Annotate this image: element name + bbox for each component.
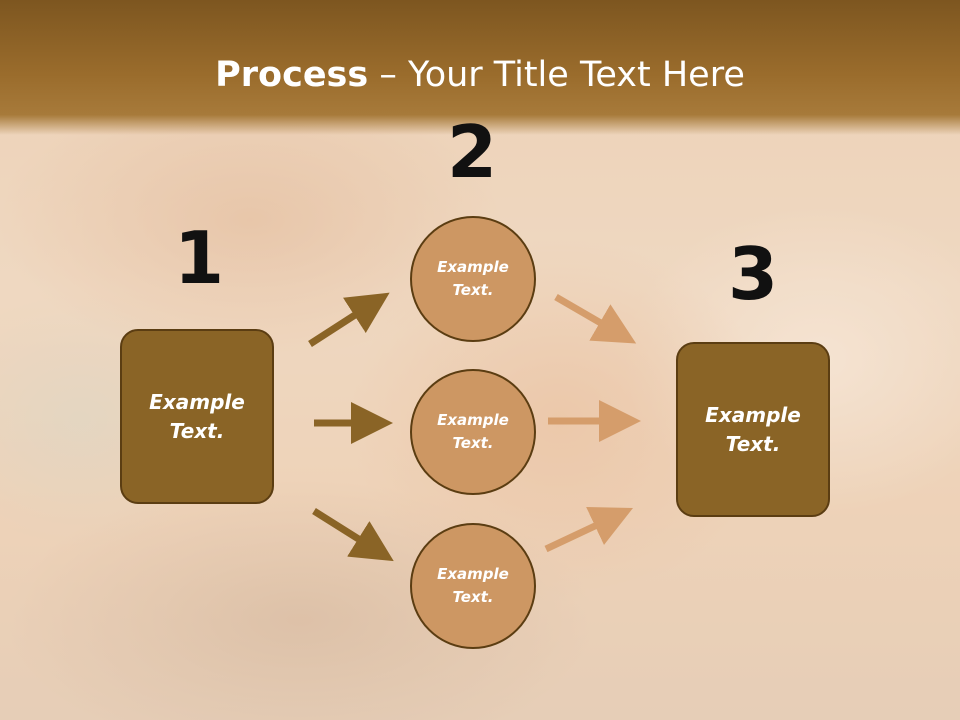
title-rest: – Your Title Text Here — [368, 55, 745, 95]
arrow-1-to-bottom — [312, 508, 394, 562]
step-number-3: 3 — [727, 232, 779, 316]
step-2-circle-bottom: Example Text. — [410, 523, 536, 649]
step-3-box-text: Example Text. — [705, 402, 801, 456]
step-2-circle-top: Example Text. — [410, 216, 536, 342]
step-1-box: Example Text. — [120, 329, 274, 504]
slide-title: Process – Your Title Text Here — [0, 54, 960, 96]
step-1-box-text: Example Text. — [149, 389, 245, 443]
circle-bottom-text: Example Text. — [437, 565, 509, 606]
arrow-top-to-3 — [554, 293, 637, 344]
step-number-2: 2 — [446, 110, 498, 194]
arrow-bottom-to-3 — [544, 506, 634, 553]
step-number-1: 1 — [173, 216, 225, 300]
circle-top-text: Example Text. — [437, 258, 509, 299]
circle-middle-text: Example Text. — [437, 411, 509, 452]
step-2-circle-middle: Example Text. — [410, 369, 536, 495]
step-3-box: Example Text. — [676, 342, 830, 517]
title-bold: Process — [215, 55, 369, 95]
arrow-1-to-top — [308, 292, 390, 347]
title-band — [0, 0, 960, 135]
